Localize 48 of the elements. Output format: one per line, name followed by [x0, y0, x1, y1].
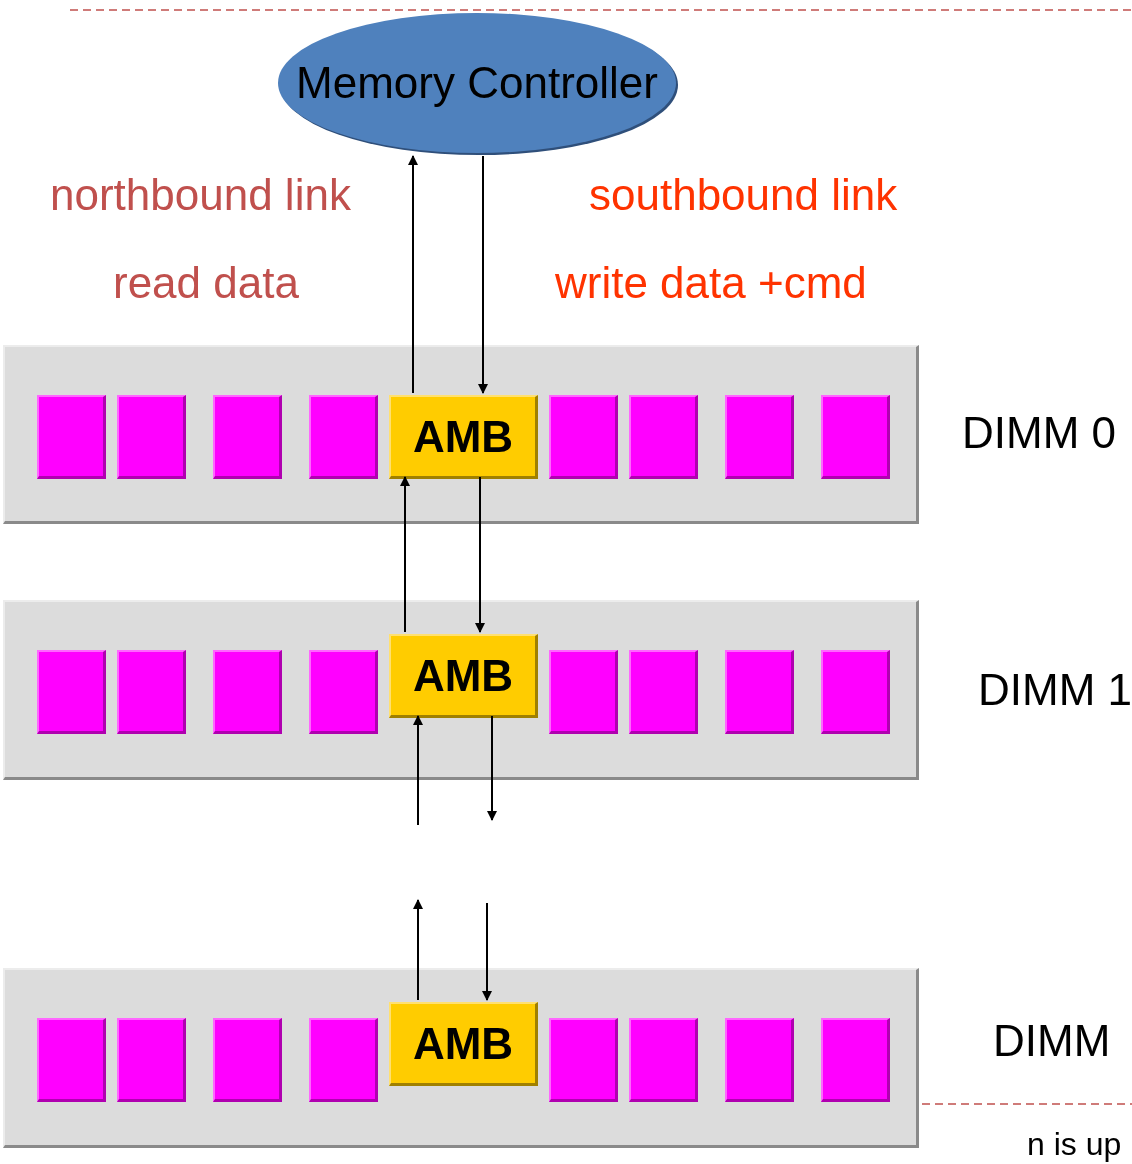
memory-chip [37, 395, 106, 479]
module-label: DIMM 1 [978, 665, 1132, 715]
module-label: DIMM 0 [962, 408, 1116, 458]
memory-chip [213, 1018, 282, 1102]
memory-chip [37, 650, 106, 734]
memory-chip [821, 395, 890, 479]
arrow [400, 476, 410, 633]
dimm-module [3, 600, 919, 780]
text-label: read data [113, 258, 299, 308]
memory-chip [629, 650, 698, 734]
arrow [478, 155, 488, 394]
memory-chip [117, 1018, 186, 1102]
arrow [475, 476, 485, 633]
memory-chip [549, 650, 618, 734]
memory-chip [117, 650, 186, 734]
memory-chip [213, 650, 282, 734]
memory-chip [725, 650, 794, 734]
module-label: DIMM [993, 1016, 1111, 1066]
ellipse-node [275, 10, 679, 156]
dimm-module [3, 345, 919, 524]
memory-chip [213, 395, 282, 479]
memory-chip [309, 395, 378, 479]
arrow [408, 155, 418, 394]
memory-chip [821, 650, 890, 734]
memory-chip [725, 1018, 794, 1102]
memory-chip [549, 395, 618, 479]
memory-chip [725, 395, 794, 479]
dimm-module [3, 968, 919, 1148]
arrow [487, 715, 497, 821]
memory-chip [309, 1018, 378, 1102]
text-label: southbound link [589, 170, 898, 220]
memory-chip [37, 1018, 106, 1102]
text-label: n is up [1027, 1126, 1122, 1163]
arrow [413, 899, 423, 1001]
amb-chip: AMB [389, 634, 538, 718]
text-label: northbound link [50, 170, 351, 220]
memory-chip [629, 1018, 698, 1102]
memory-chip [117, 395, 186, 479]
amb-chip: AMB [389, 395, 538, 479]
node-label: Memory Controller [296, 58, 658, 108]
memory-chip [821, 1018, 890, 1102]
memory-chip [309, 650, 378, 734]
memory-chip [629, 395, 698, 479]
amb-chip: AMB [389, 1002, 538, 1086]
arrow [482, 902, 492, 1001]
arrow [413, 715, 423, 826]
memory-chip [549, 1018, 618, 1102]
text-label: write data +cmd [555, 258, 867, 308]
